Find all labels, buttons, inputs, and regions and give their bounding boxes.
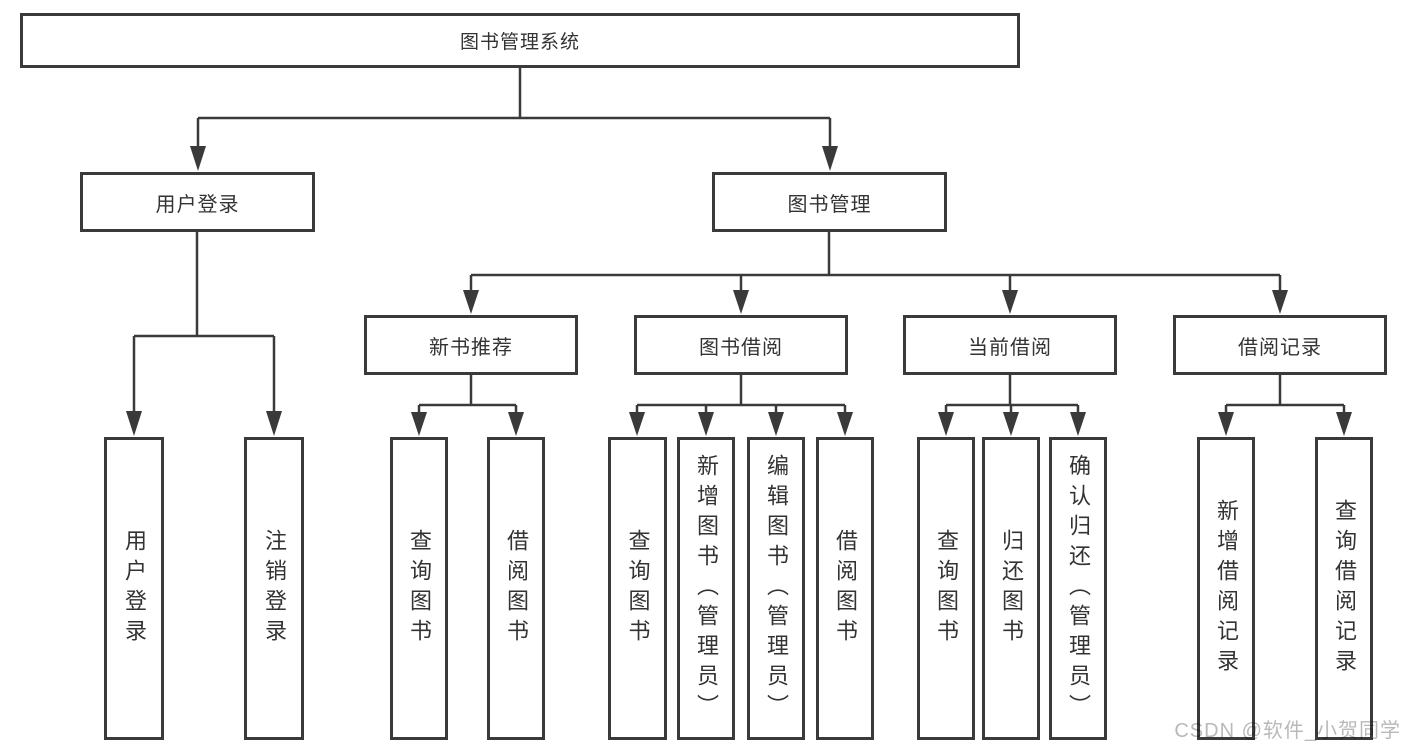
connector-current-to-leaves: [944, 375, 1080, 417]
arrowhead-icon: [126, 411, 142, 436]
leaf-confirm-return-admin: 确认归还（管理员）: [1049, 437, 1107, 740]
csdn-watermark: CSDN @软件_小贺同学: [1174, 720, 1401, 742]
node-label: 图书管理: [787, 193, 872, 216]
leaf-query-borrow-record: 查询借阅记录: [1315, 437, 1373, 740]
node-new-book-recommendation: 新书推荐: [364, 315, 578, 375]
node-label: 借阅图书: [504, 528, 529, 649]
node-current-borrowing: 当前借阅: [903, 315, 1117, 375]
arrowhead-icon: [190, 146, 206, 171]
leaf-query-books-recommend: 查询图书: [390, 437, 448, 740]
arrowhead-icon: [1002, 290, 1018, 314]
leaf-borrow-books: 借阅图书: [816, 437, 874, 740]
arrowhead-icon: [463, 290, 479, 314]
arrowhead-icon: [411, 412, 427, 436]
arrowhead-icon: [822, 146, 838, 171]
node-user-login-branch: 用户登录: [80, 172, 315, 232]
connector-borrow-to-leaves: [635, 375, 847, 417]
connector-root-to-level2: [196, 68, 832, 150]
connector-bookmgmt-to-level3: [469, 232, 1282, 295]
node-label: 新增借阅记录: [1214, 498, 1239, 679]
arrowhead-icon: [1336, 412, 1352, 436]
leaf-borrow-books-recommend: 借阅图书: [487, 437, 545, 740]
node-label: 用户登录: [155, 193, 240, 216]
arrowhead-icon: [768, 412, 784, 436]
leaf-logout: 注销登录: [244, 437, 304, 740]
node-label: 用户登录: [122, 528, 147, 649]
node-library-management-system: 图书管理系统: [20, 13, 1020, 68]
node-label: 注销登录: [262, 528, 287, 649]
leaf-user-login: 用户登录: [104, 437, 164, 740]
arrowhead-icon: [1218, 412, 1234, 436]
leaf-query-books-borrowing: 查询图书: [608, 437, 667, 740]
node-label: 借阅图书: [833, 528, 858, 649]
node-label: 编辑图书（管理员）: [764, 453, 789, 724]
connector-newbook-to-leaves: [417, 375, 518, 417]
arrowhead-icon: [698, 412, 714, 436]
arrowhead-icon: [1272, 290, 1288, 314]
connector-records-to-leaves: [1224, 375, 1346, 417]
node-label: 新书推荐: [429, 336, 513, 359]
node-label: 查询借阅记录: [1332, 498, 1357, 679]
node-label: 确认归还（管理员）: [1066, 453, 1091, 724]
node-label: 图书管理系统: [459, 32, 580, 53]
node-label: 查询图书: [934, 528, 959, 649]
node-label: 归还图书: [999, 528, 1024, 649]
node-label: 借阅记录: [1238, 336, 1322, 359]
arrowhead-icon: [266, 411, 282, 436]
node-book-borrowing: 图书借阅: [634, 315, 848, 375]
node-label: 当前借阅: [968, 336, 1052, 359]
leaf-edit-book-admin: 编辑图书（管理员）: [747, 437, 805, 740]
arrowhead-icon: [938, 412, 954, 436]
leaf-query-books-current: 查询图书: [917, 437, 975, 740]
arrowhead-icon: [1070, 412, 1086, 436]
leaf-return-books: 归还图书: [982, 437, 1040, 740]
node-label: 图书借阅: [699, 336, 783, 359]
arrowhead-icon: [1003, 412, 1019, 436]
node-book-management-branch: 图书管理: [712, 172, 947, 232]
arrowhead-icon: [508, 412, 524, 436]
node-borrowing-records: 借阅记录: [1173, 315, 1387, 375]
node-label: 查询图书: [625, 528, 651, 649]
arrowhead-icon: [629, 412, 645, 436]
arrowhead-icon: [837, 412, 853, 436]
connector-userlogin-to-leaves: [132, 232, 276, 416]
leaf-add-borrow-record: 新增借阅记录: [1197, 437, 1255, 740]
arrowhead-icon: [733, 290, 749, 314]
leaf-add-book-admin: 新增图书（管理员）: [677, 437, 735, 740]
node-label: 新增图书（管理员）: [694, 453, 719, 724]
node-label: 查询图书: [407, 528, 432, 649]
